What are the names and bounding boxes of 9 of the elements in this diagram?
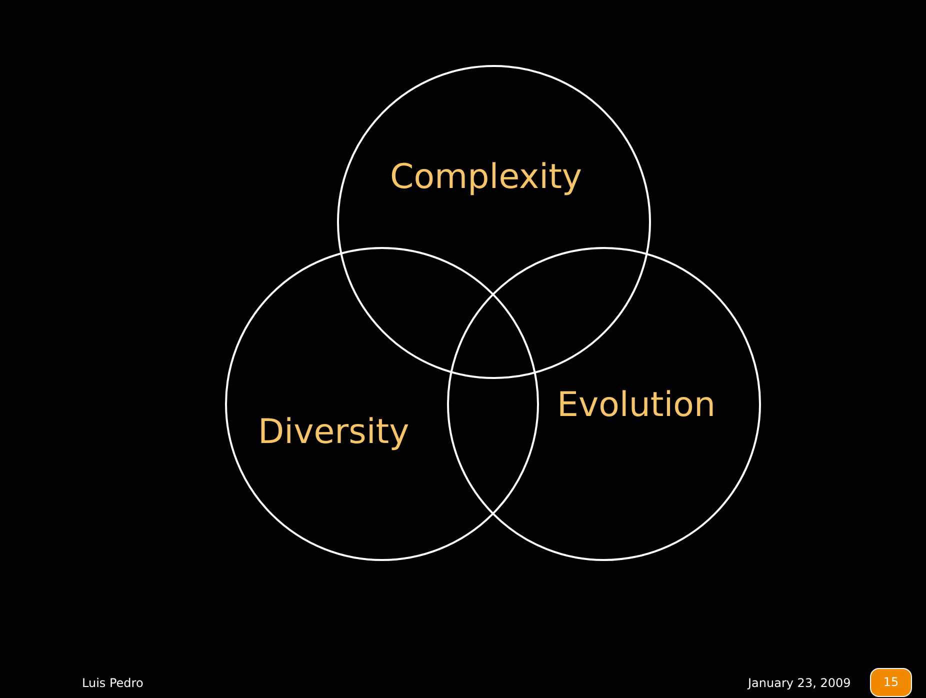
venn-circle [225, 247, 539, 561]
venn-circle [447, 247, 761, 561]
page-number: 15 [870, 668, 912, 697]
circle-label: Complexity [390, 157, 582, 197]
circle-label: Diversity [258, 412, 410, 452]
circle-label: Evolution [557, 385, 716, 425]
date-text: January 23, 2009 [748, 675, 851, 691]
venn-circle [337, 65, 651, 379]
author-name: Luis Pedro [82, 675, 144, 691]
